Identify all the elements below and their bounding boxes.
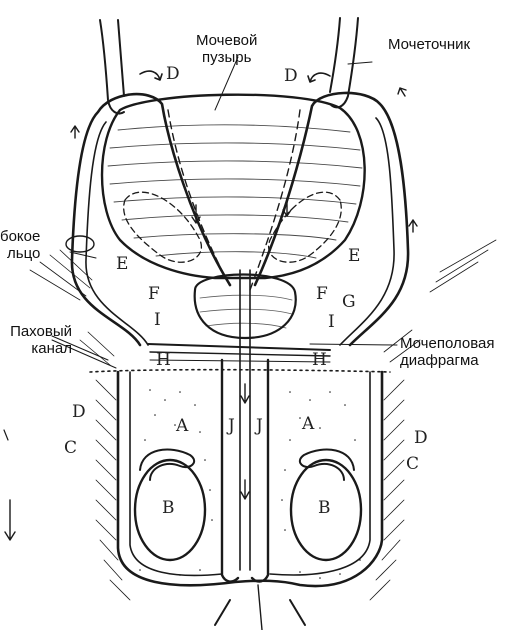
arrow-up-left (71, 126, 79, 138)
ureter-label: Мочеточник (388, 36, 470, 53)
letter-d-right-bottom: D (414, 430, 428, 447)
deep-ring-label-line1: бокое (0, 228, 40, 245)
bladder-label: Мочевой пузырь (196, 32, 257, 66)
right-skin-hatching (370, 240, 496, 600)
letter-d-left-top: D (166, 66, 180, 83)
inguinal-canal-label-line1: Паховый (0, 323, 72, 340)
letter-e-right: E (348, 248, 360, 265)
letter-c-right: C (406, 456, 419, 473)
letter-b-right: B (318, 500, 331, 517)
arrow-up-right2 (409, 220, 417, 232)
letter-h-right: H (312, 352, 327, 369)
urogenital-diaphragm-label-line1: Мочеполовая (400, 335, 495, 352)
right-dashed-path (250, 110, 300, 290)
letter-c-left: C (64, 440, 77, 457)
inguinal-canal-label: Паховый канал (0, 323, 72, 357)
inguinal-canal-label-line2: канал (0, 340, 72, 357)
bladder-label-line2: пузырь (196, 49, 257, 66)
right-vas-deferens (255, 93, 408, 345)
left-ureter-inner (118, 20, 124, 96)
letter-a-right: A (302, 416, 314, 433)
letter-j-left: J (228, 418, 235, 435)
arrow-down-far-left (5, 500, 15, 540)
arrow-right-top (308, 73, 330, 82)
penis-left-wall (222, 360, 238, 582)
arrow-up-right (398, 88, 406, 96)
arrow-left-top (140, 71, 162, 80)
letter-d-left-bottom: D (72, 404, 86, 421)
left-skin-hatching (30, 250, 130, 600)
bladder-outline (102, 95, 365, 278)
letter-d-right-top: D (284, 68, 298, 85)
letter-f-right: F (316, 286, 328, 303)
deep-ring-label: бокое льцо (0, 228, 40, 262)
arrow-down-urethra2 (241, 480, 249, 499)
letter-j-right: J (256, 418, 263, 435)
letter-i-right: I (328, 314, 335, 331)
right-epididymis (300, 450, 354, 480)
left-dashed-path (168, 110, 232, 290)
left-vas-deferens-inner (86, 122, 148, 345)
letter-a-left: A (176, 418, 188, 435)
letter-e-left: E (116, 256, 128, 273)
urogenital-diaphragm-line (148, 344, 330, 350)
bladder-label-line1: Мочевой (196, 32, 257, 49)
letter-i-left: I (154, 312, 161, 329)
bladder-hatching (108, 125, 362, 258)
penis-right-wall (252, 360, 268, 582)
arrow-down-urethra (241, 384, 249, 403)
deep-ring-oval (66, 236, 94, 252)
prostate (195, 275, 296, 339)
right-ureter-inner (330, 18, 340, 92)
letter-f-left: F (148, 286, 160, 303)
letter-g: G (342, 294, 356, 311)
letter-b-left: B (162, 500, 175, 517)
urogenital-diaphragm-label-line2: диафрагма (400, 352, 495, 369)
left-vas-deferens (72, 94, 230, 345)
deep-ring-label-line2: льцо (0, 245, 40, 262)
urogenital-diaphragm-label: Мочеполовая диафрагма (400, 335, 495, 369)
letter-h-left: H (156, 352, 171, 369)
